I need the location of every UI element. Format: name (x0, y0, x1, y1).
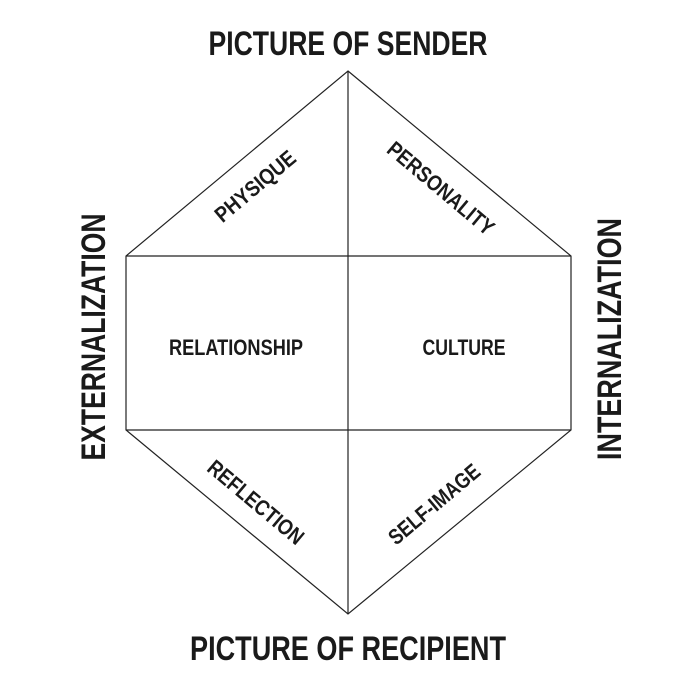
region-relationship: RELATIONSHIP (169, 335, 303, 360)
title-bottom: PICTURE OF RECIPIENT (190, 630, 506, 668)
region-physique: PHYSIQUE (210, 145, 301, 227)
hexagon-lines (125, 70, 572, 615)
title-top: PICTURE OF SENDER (209, 25, 488, 63)
region-self-image: SELF-IMAGE (383, 459, 485, 550)
region-reflection: REFLECTION (203, 455, 309, 550)
region-personality: PERSONALITY (382, 136, 499, 240)
region-culture: CULTURE (423, 335, 506, 360)
side-label-right: INTERNALIZATION (591, 218, 629, 460)
side-label-left: EXTERNALIZATION (75, 214, 113, 461)
